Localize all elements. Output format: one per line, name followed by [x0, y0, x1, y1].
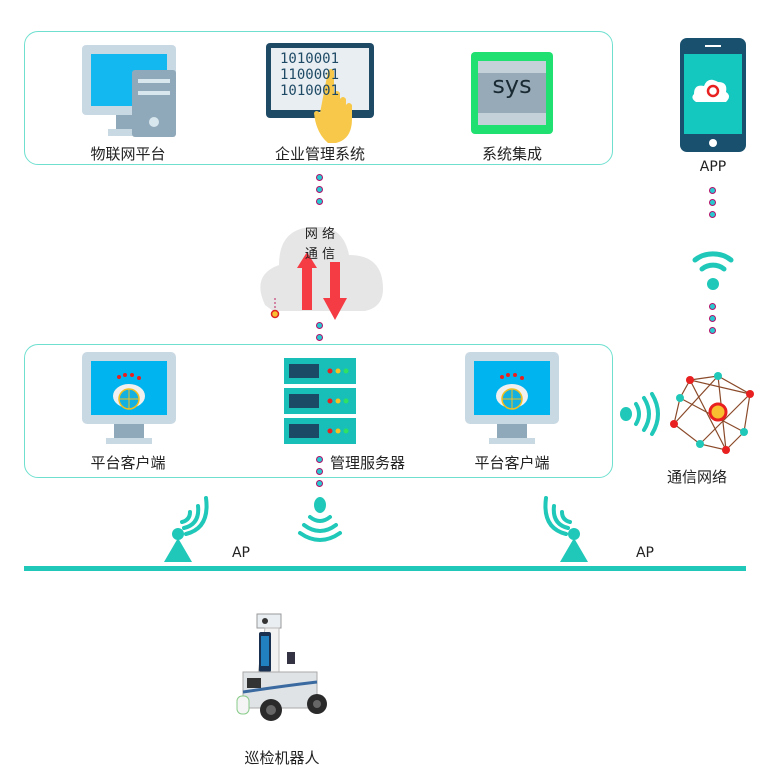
- label-enterprise-system: 企业管理系统: [274, 145, 366, 163]
- label-ap-1: AP: [231, 545, 251, 561]
- client-monitor-icon: [465, 352, 559, 444]
- connector-dot: [316, 186, 323, 193]
- label-platform-client-1: 平台客户端: [90, 454, 166, 472]
- connector-dot: [709, 211, 716, 218]
- label-app: APP: [699, 159, 727, 175]
- connector-dot: [316, 480, 323, 487]
- connector-dot: [709, 303, 716, 310]
- wifi-icon: [692, 251, 734, 290]
- connector-dot: [316, 456, 323, 463]
- label-patrol-robot: 巡检机器人: [244, 749, 320, 767]
- label-iot-platform: 物联网平台: [90, 145, 166, 163]
- connector-dot: [709, 199, 716, 206]
- ap-antenna-icon: [543, 496, 588, 562]
- wifi-down-icon: [298, 497, 342, 542]
- binary-line: 1010001: [280, 51, 340, 67]
- label-communication-network: 通信网络: [666, 468, 728, 486]
- label-management-server: 管理服务器: [330, 454, 406, 472]
- ap-antenna-icon: [164, 496, 209, 562]
- connector-dot: [316, 322, 323, 329]
- connector-dot: [316, 174, 323, 181]
- connector-dot: [316, 468, 323, 475]
- binary-line: 1010001: [280, 83, 340, 99]
- cloud-icon: [260, 226, 383, 320]
- label-ap-2: AP: [635, 545, 655, 561]
- connector-dot: [709, 327, 716, 334]
- network-bus-line: [24, 566, 746, 571]
- signal-waves-icon: [620, 392, 660, 436]
- patrol-robot-icon: [236, 613, 327, 721]
- connector-dot: [709, 187, 716, 194]
- desktop-pc-icon: [82, 45, 176, 137]
- server-rack-icon: [284, 358, 356, 444]
- label-platform-client-2: 平台客户端: [474, 454, 550, 472]
- sys-integration-icon: [471, 52, 553, 134]
- cloud-text-line1: 网 络: [304, 227, 336, 242]
- connector-dot: [316, 198, 323, 205]
- cloud-text-line2: 通 信: [304, 247, 336, 262]
- connector-dot: [709, 315, 716, 322]
- connector-dot: [316, 334, 323, 341]
- smartphone-icon: [680, 38, 746, 152]
- label-system-integration: 系统集成: [481, 145, 543, 163]
- tablet-binary-icon: [266, 43, 374, 143]
- client-monitor-icon: [82, 352, 176, 444]
- sys-text: sys: [492, 71, 532, 99]
- top-system-group: [24, 31, 613, 165]
- binary-line: 1100001: [280, 67, 340, 83]
- middle-platform-group: [24, 344, 613, 478]
- network-graph-icon: [670, 372, 754, 454]
